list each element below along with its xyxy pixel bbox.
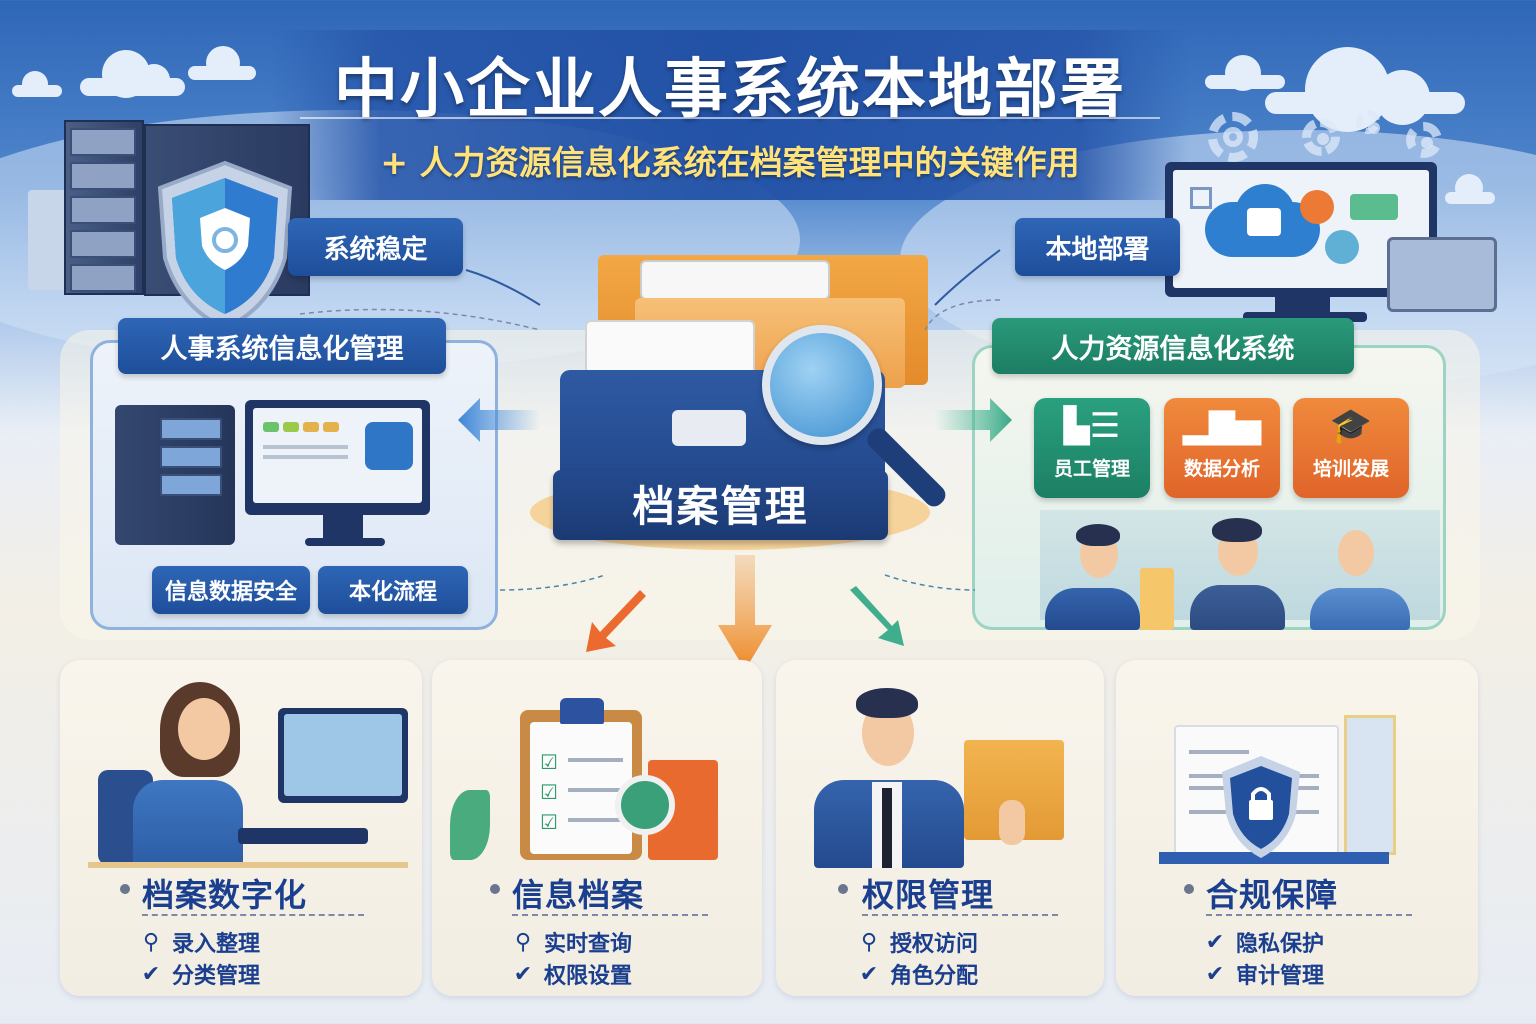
card-title: 权限管理 xyxy=(862,876,995,914)
hr-system-panel-title: 人事系统信息化管理 xyxy=(118,318,446,374)
card-item: ⚲实时查询 xyxy=(512,926,632,958)
bullet-icon xyxy=(120,884,130,894)
subtitle-text: 人力资源信息化系统在档案管理中的关键作用 xyxy=(419,143,1080,182)
check-icon: ✔ xyxy=(141,961,161,987)
cloud-icon xyxy=(80,50,185,98)
page-title: 中小企业人事系统本地部署 xyxy=(334,53,1126,127)
training-icon: 🎓 xyxy=(1329,406,1373,446)
cloud-icon xyxy=(188,46,256,80)
feature-employee-management[interactable]: ▙☰ 员工管理 xyxy=(1034,398,1150,498)
plus-icon: + xyxy=(380,143,409,182)
card-item: ✔权限设置 xyxy=(513,961,633,990)
magnifier-icon xyxy=(762,325,882,445)
server-monitor-illustration xyxy=(115,400,475,550)
card-title: 信息档案 xyxy=(512,876,645,914)
bullet-icon xyxy=(838,884,848,894)
table-window-icon xyxy=(1387,237,1497,312)
title-divider xyxy=(300,117,1160,119)
checkbox-icon xyxy=(1190,187,1212,209)
folder-icon xyxy=(1140,568,1174,630)
document-sheet xyxy=(640,260,830,300)
cloud-icon xyxy=(12,71,62,97)
card-item: ⚲授权访问 xyxy=(858,926,978,958)
page-subtitle: + 人力资源信息化系统在档案管理中的关键作用 xyxy=(300,136,1160,184)
title-banner xyxy=(270,30,1190,200)
person-icon: ⚲ xyxy=(860,929,878,955)
card-divider xyxy=(862,914,1058,916)
search-icon xyxy=(615,775,675,835)
businessman-folder-illustration xyxy=(794,670,1086,868)
cabinet-handle xyxy=(672,410,746,446)
card-item: ✔隐私保护 xyxy=(1205,929,1325,958)
lock-shield-icon xyxy=(1222,756,1300,858)
hr-info-system-panel-title: 人力资源信息化系统 xyxy=(992,318,1354,374)
cloud-icon xyxy=(1445,174,1495,204)
keyboard-icon xyxy=(238,828,368,844)
gear-icon xyxy=(1406,122,1442,158)
card-title: 合规保障 xyxy=(1206,876,1339,914)
card-compliance[interactable]: 合规保障 ✔隐私保护 ✔审计管理 xyxy=(1116,660,1478,996)
archive-management-label: 档案管理 xyxy=(632,481,809,531)
cabinet-drawer xyxy=(553,470,888,540)
local-deploy-label: 本地部署 xyxy=(1015,218,1180,276)
card-permission-management[interactable]: 权限管理 ⚲授权访问 ✔角色分配 xyxy=(776,660,1104,996)
card-info-archive[interactable]: ☑ ☑ ☑ 信息档案 ⚲实时查询 ✔权限设置 xyxy=(432,660,762,996)
card-digitization[interactable]: 档案数字化 ⚲录入整理 ✔分类管理 xyxy=(60,660,422,996)
cloud-icon xyxy=(1205,55,1285,91)
person-icon: ⚲ xyxy=(142,929,160,955)
bullet-icon xyxy=(490,884,500,894)
card-title: 档案数字化 xyxy=(142,876,308,914)
check-icon: ✔ xyxy=(859,961,879,987)
feature-training[interactable]: 🎓 培训发展 xyxy=(1293,398,1409,498)
gear-icon xyxy=(1356,110,1380,134)
gear-icon xyxy=(1208,112,1258,162)
card-item: ✔角色分配 xyxy=(859,961,979,990)
check-icon: ✔ xyxy=(1205,929,1225,955)
cloud-monitor-illustration xyxy=(1165,162,1505,322)
shield-icon xyxy=(157,160,293,331)
card-divider xyxy=(142,914,364,916)
person-icon: ⚲ xyxy=(514,929,532,955)
team-illustration xyxy=(1040,510,1440,630)
leaf-icon xyxy=(450,790,490,860)
process-button[interactable]: 本化流程 xyxy=(318,566,468,614)
card-divider xyxy=(512,914,708,916)
woman-at-computer-illustration xyxy=(78,670,408,868)
check-icon: ✔ xyxy=(1205,961,1225,987)
stability-label: 系统稳定 xyxy=(288,218,463,276)
data-security-button[interactable]: 信息数据安全 xyxy=(152,566,310,614)
card-divider xyxy=(1206,914,1412,916)
feature-data-analysis[interactable]: ▂▇▅ 数据分析 xyxy=(1164,398,1280,498)
bar-chart-icon: ▂▇▅ xyxy=(1182,406,1262,446)
card-item: ✔审计管理 xyxy=(1205,961,1325,990)
clipboard-checklist-illustration: ☑ ☑ ☑ xyxy=(450,670,744,860)
app-icon xyxy=(365,422,413,470)
card-item: ⚲录入整理 xyxy=(140,926,260,958)
card-item: ✔分类管理 xyxy=(141,961,261,990)
report-icon: ▙☰ xyxy=(1063,406,1121,446)
gear-icon xyxy=(1302,118,1340,156)
bullet-icon xyxy=(1184,884,1194,894)
check-icon: ✔ xyxy=(513,961,533,987)
